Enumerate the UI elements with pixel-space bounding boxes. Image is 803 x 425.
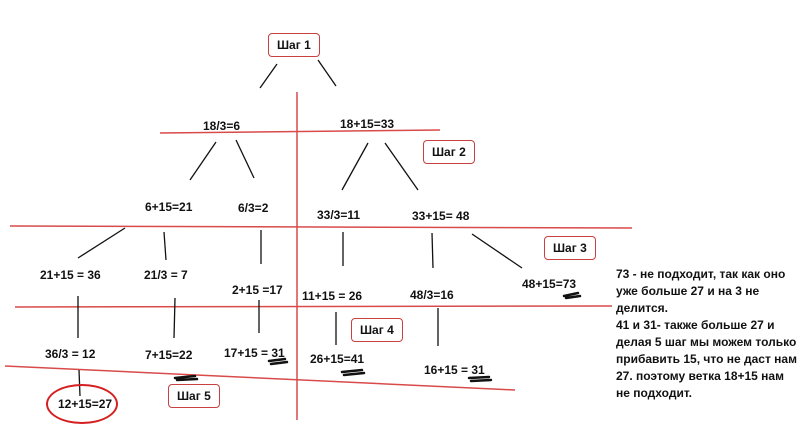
- node-33-div-3: 33/3=11: [317, 208, 361, 222]
- branch-line: [341, 142, 369, 191]
- node-11-plus-15: 11+15 = 26: [302, 289, 363, 303]
- branch-line: [384, 142, 419, 191]
- branch-line: [77, 227, 126, 259]
- scribble-mark: [173, 374, 199, 382]
- branch-line: [235, 139, 255, 179]
- branch-line: [259, 63, 278, 89]
- node-2-plus-15: 2+15 =17: [232, 283, 283, 297]
- branch-line: [317, 59, 337, 87]
- branch-line: [471, 233, 523, 269]
- node-21-plus-15: 21+15 = 36: [40, 268, 101, 282]
- node-16-plus-15: 16+15 = 31: [424, 363, 485, 377]
- node-6-div-3: 6/3=2: [238, 201, 269, 215]
- answer-circle: 12+15=27: [46, 384, 118, 424]
- scribble-mark: [267, 357, 289, 366]
- note-line-1: 73 - не подходит, так как оно уже больше…: [616, 267, 786, 315]
- step5-divider: [4, 365, 516, 391]
- step3-divider: [9, 225, 633, 229]
- explanation-note: 73 - не подходит, так как оно уже больше…: [616, 266, 801, 402]
- step-5-box: Шаг 5: [168, 384, 220, 408]
- scribble-marks: [173, 291, 582, 383]
- scribble-mark: [562, 291, 582, 300]
- scribble-mark: [467, 375, 493, 383]
- node-17-plus-15: 17+15 = 31: [224, 346, 285, 360]
- node-48-div-3: 48/3=16: [410, 288, 454, 302]
- scribble-mark: [340, 368, 366, 377]
- step-3-box: Шаг 3: [544, 236, 596, 260]
- step2-divider: [159, 129, 441, 134]
- note-line-2: 41 и 31- также больше 27 и делая 5 шаг м…: [616, 318, 797, 400]
- branch-line: [163, 231, 167, 261]
- branch-line: [173, 297, 176, 339]
- node-18-plus-15: 18+15=33: [340, 117, 395, 131]
- step-divider-lines: [4, 92, 633, 420]
- branch-line: [189, 141, 217, 181]
- step-2-box: Шаг 2: [423, 140, 475, 164]
- node-18-div-3: 18/3=6: [203, 119, 241, 133]
- node-48-plus-15: 48+15=73: [522, 277, 577, 291]
- node-7-plus-15: 7+15=22: [145, 348, 193, 362]
- node-26-plus-15: 26+15=41: [310, 352, 365, 366]
- step-1-box: Шаг 1: [268, 33, 320, 57]
- node-33-plus-15: 33+15= 48: [412, 209, 470, 223]
- node-6-plus-15: 6+15=21: [145, 200, 193, 214]
- node-36-div-3: 36/3 = 12: [45, 347, 96, 361]
- step-4-box: Шаг 4: [351, 318, 403, 342]
- branch-line: [431, 232, 434, 269]
- node-21-div-3: 21/3 = 7: [144, 268, 188, 282]
- node-12-plus-15: 12+15=27: [58, 397, 113, 411]
- step4-divider: [14, 305, 613, 308]
